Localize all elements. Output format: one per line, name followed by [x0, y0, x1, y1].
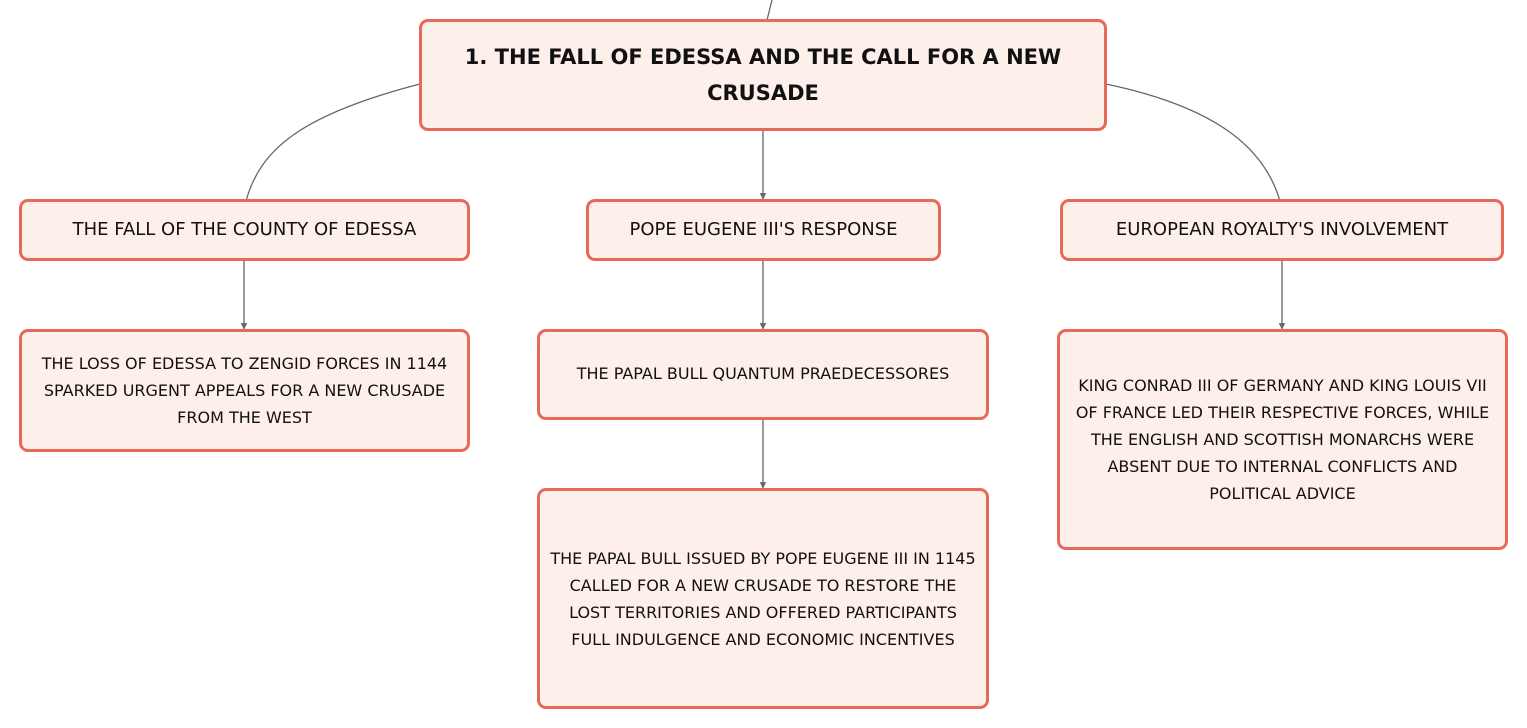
branch-node-label: EUROPEAN ROYALTY'S INVOLVEMENT: [1115, 219, 1449, 240]
branch-node-label: THE FALL OF THE COUNTY OF EDESSA: [72, 219, 417, 240]
connector-parent-to-root: [766, 0, 773, 21]
leaf-node-label: THE PAPAL BULL ISSUED BY POPE EUGENE III…: [550, 548, 976, 649]
leaf-node-papal-bull-details[interactable]: THE PAPAL BULL ISSUED BY POPE EUGENE III…: [537, 488, 989, 709]
connector-root-to-edessa: [245, 83, 421, 202]
leaf-node-edessa-loss[interactable]: THE LOSS OF EDESSA TO ZENGID FORCES IN 1…: [19, 329, 470, 452]
leaf-node-label: THE PAPAL BULL QUANTUM PRAEDECESSORES: [576, 364, 950, 383]
branch-node-pope-response[interactable]: POPE EUGENE III'S RESPONSE: [586, 199, 941, 261]
leaf-node-label: THE LOSS OF EDESSA TO ZENGID FORCES IN 1…: [41, 354, 448, 427]
branch-node-fall-of-edessa[interactable]: THE FALL OF THE COUNTY OF EDESSA: [19, 199, 470, 261]
root-node-label: 1. THE FALL OF EDESSA AND THE CALL FOR A…: [464, 45, 1062, 105]
leaf-node-papal-bull[interactable]: THE PAPAL BULL QUANTUM PRAEDECESSORES: [537, 329, 989, 420]
leaf-node-label: KING CONRAD III OF GERMANY AND KING LOUI…: [1075, 376, 1490, 503]
branch-node-label: POPE EUGENE III'S RESPONSE: [629, 219, 898, 240]
connector-root-to-royalty: [1105, 83, 1281, 202]
root-node[interactable]: 1. THE FALL OF EDESSA AND THE CALL FOR A…: [419, 19, 1107, 131]
leaf-node-kings-involvement[interactable]: KING CONRAD III OF GERMANY AND KING LOUI…: [1057, 329, 1508, 550]
branch-node-royalty-involvement[interactable]: EUROPEAN ROYALTY'S INVOLVEMENT: [1060, 199, 1504, 261]
